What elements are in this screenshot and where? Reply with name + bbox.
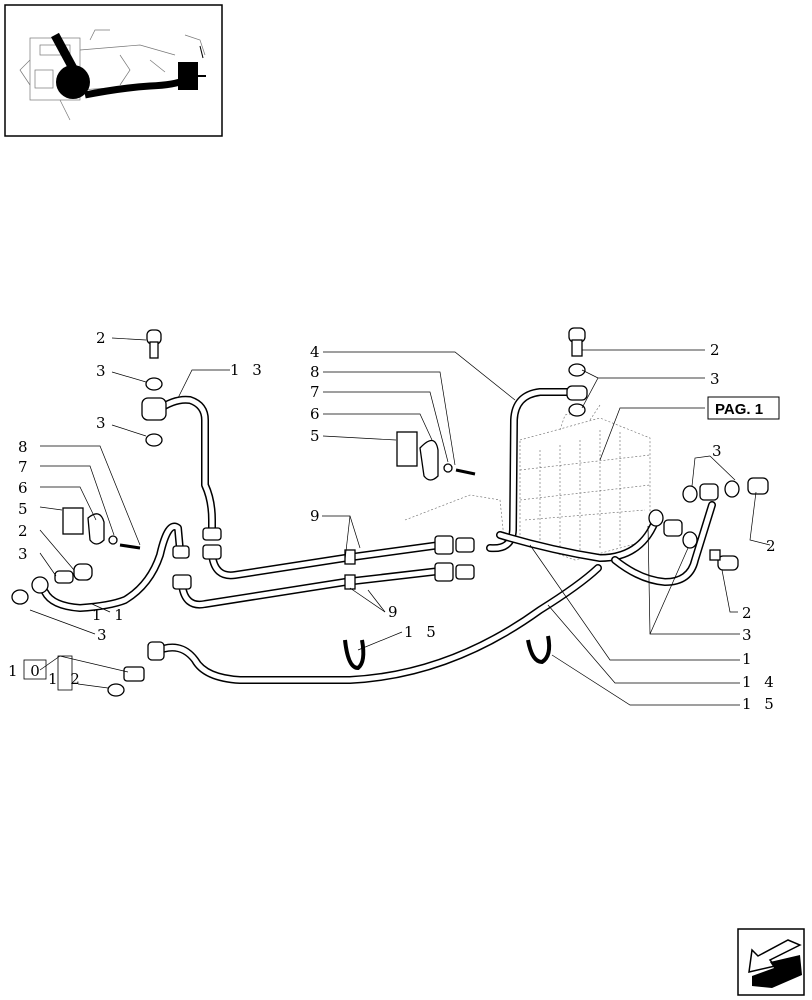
hose-clip-icon xyxy=(343,639,366,671)
callout-4: 4 xyxy=(310,343,324,361)
page-reference-box[interactable]: PAG. 1 xyxy=(707,396,780,420)
union-nut-icon xyxy=(172,545,190,559)
callout-3: 3 xyxy=(712,442,726,460)
banjo-fitting-icon xyxy=(699,483,719,501)
callout-numbers: 2 3 1 3 3 8 7 6 5 2 3 1 1 3 1 0 1 2 4 8 … xyxy=(8,329,780,713)
banjo-bolt-icon xyxy=(747,477,769,495)
leader-lines xyxy=(29,337,771,706)
callout-7: 7 xyxy=(18,458,32,476)
washer-icon xyxy=(107,683,125,697)
union-nut-icon xyxy=(202,544,222,560)
callout-11: 1 1 xyxy=(92,606,128,624)
banjo-fitting-icon xyxy=(663,519,683,537)
callout-5: 5 xyxy=(18,500,32,518)
callout-9: 9 xyxy=(388,603,402,621)
callout-15: 1 5 xyxy=(742,695,778,713)
washer-icon xyxy=(31,576,49,594)
bolt-shank-icon xyxy=(149,341,159,359)
washer-icon xyxy=(568,403,586,417)
washer-icon xyxy=(682,485,698,503)
hose-crimp-icon xyxy=(434,535,454,555)
screw-icon xyxy=(119,543,141,550)
callout-2: 2 xyxy=(18,522,32,540)
locator-thumbnail xyxy=(4,4,223,137)
callout-5: 5 xyxy=(310,427,324,445)
callout-2: 2 xyxy=(766,537,780,555)
washer-small-icon xyxy=(108,535,118,545)
callout-6: 6 xyxy=(18,479,32,497)
washer-small-icon xyxy=(443,463,453,473)
callout-6: 6 xyxy=(310,405,324,423)
callout-10: 1 0 xyxy=(8,662,44,680)
banjo-bolt-icon xyxy=(717,555,739,571)
washer-icon xyxy=(682,531,698,549)
clamp-plate-icon xyxy=(396,431,418,467)
callout-12: 1 2 xyxy=(48,670,84,688)
washer-icon xyxy=(11,589,29,605)
hose-nut-icon xyxy=(455,537,475,553)
page-reference-label: PAG. 1 xyxy=(715,401,763,418)
callout-15: 1 5 xyxy=(404,623,440,641)
washer-icon xyxy=(648,509,664,527)
callout-3: 3 xyxy=(96,362,110,380)
callout-3: 3 xyxy=(710,370,724,388)
adapter-fitting-icon xyxy=(123,666,145,682)
washer-icon xyxy=(568,363,586,377)
callout-9: 9 xyxy=(310,507,324,525)
callout-8: 8 xyxy=(18,438,32,456)
hose-ferrule-icon xyxy=(344,549,356,565)
hose-nut-icon xyxy=(455,564,475,580)
banjo-fitting-icon xyxy=(54,570,74,584)
next-page-arrow-icon[interactable] xyxy=(737,928,805,996)
bolt-shank-icon xyxy=(571,339,583,357)
washer-icon xyxy=(145,377,163,391)
callout-1: 1 xyxy=(742,650,756,668)
fittings xyxy=(11,327,769,697)
union-nut-icon xyxy=(202,527,222,541)
callout-2: 2 xyxy=(742,604,756,622)
callout-3: 3 xyxy=(18,545,32,563)
washer-icon xyxy=(724,480,740,498)
clamp-half-icon xyxy=(419,439,439,481)
screw-icon xyxy=(455,468,476,476)
washer-icon xyxy=(145,433,163,447)
callout-14: 1 4 xyxy=(742,673,778,691)
callout-3: 3 xyxy=(96,414,110,432)
clamp-plate-icon xyxy=(62,507,84,535)
pipes xyxy=(41,388,716,684)
banjo-fitting-icon xyxy=(566,385,588,401)
hose-ferrule-icon xyxy=(344,574,356,590)
callout-13: 1 3 xyxy=(230,361,266,379)
bolt-shank-icon xyxy=(709,549,721,561)
callout-2: 2 xyxy=(96,329,110,347)
union-nut-icon xyxy=(147,641,165,661)
banjo-fitting-icon xyxy=(141,397,167,421)
control-valve-ghost xyxy=(404,404,651,561)
union-nut-icon xyxy=(172,574,192,590)
callout-7: 7 xyxy=(310,383,324,401)
callout-2: 2 xyxy=(710,341,724,359)
callout-3: 3 xyxy=(742,626,756,644)
hose-clip-icon xyxy=(526,635,552,665)
hose-crimp-icon xyxy=(434,562,454,582)
clamp-half-icon xyxy=(87,513,105,545)
callout-8: 8 xyxy=(310,363,324,381)
callout-3: 3 xyxy=(97,626,111,644)
banjo-bolt-icon xyxy=(73,563,93,581)
